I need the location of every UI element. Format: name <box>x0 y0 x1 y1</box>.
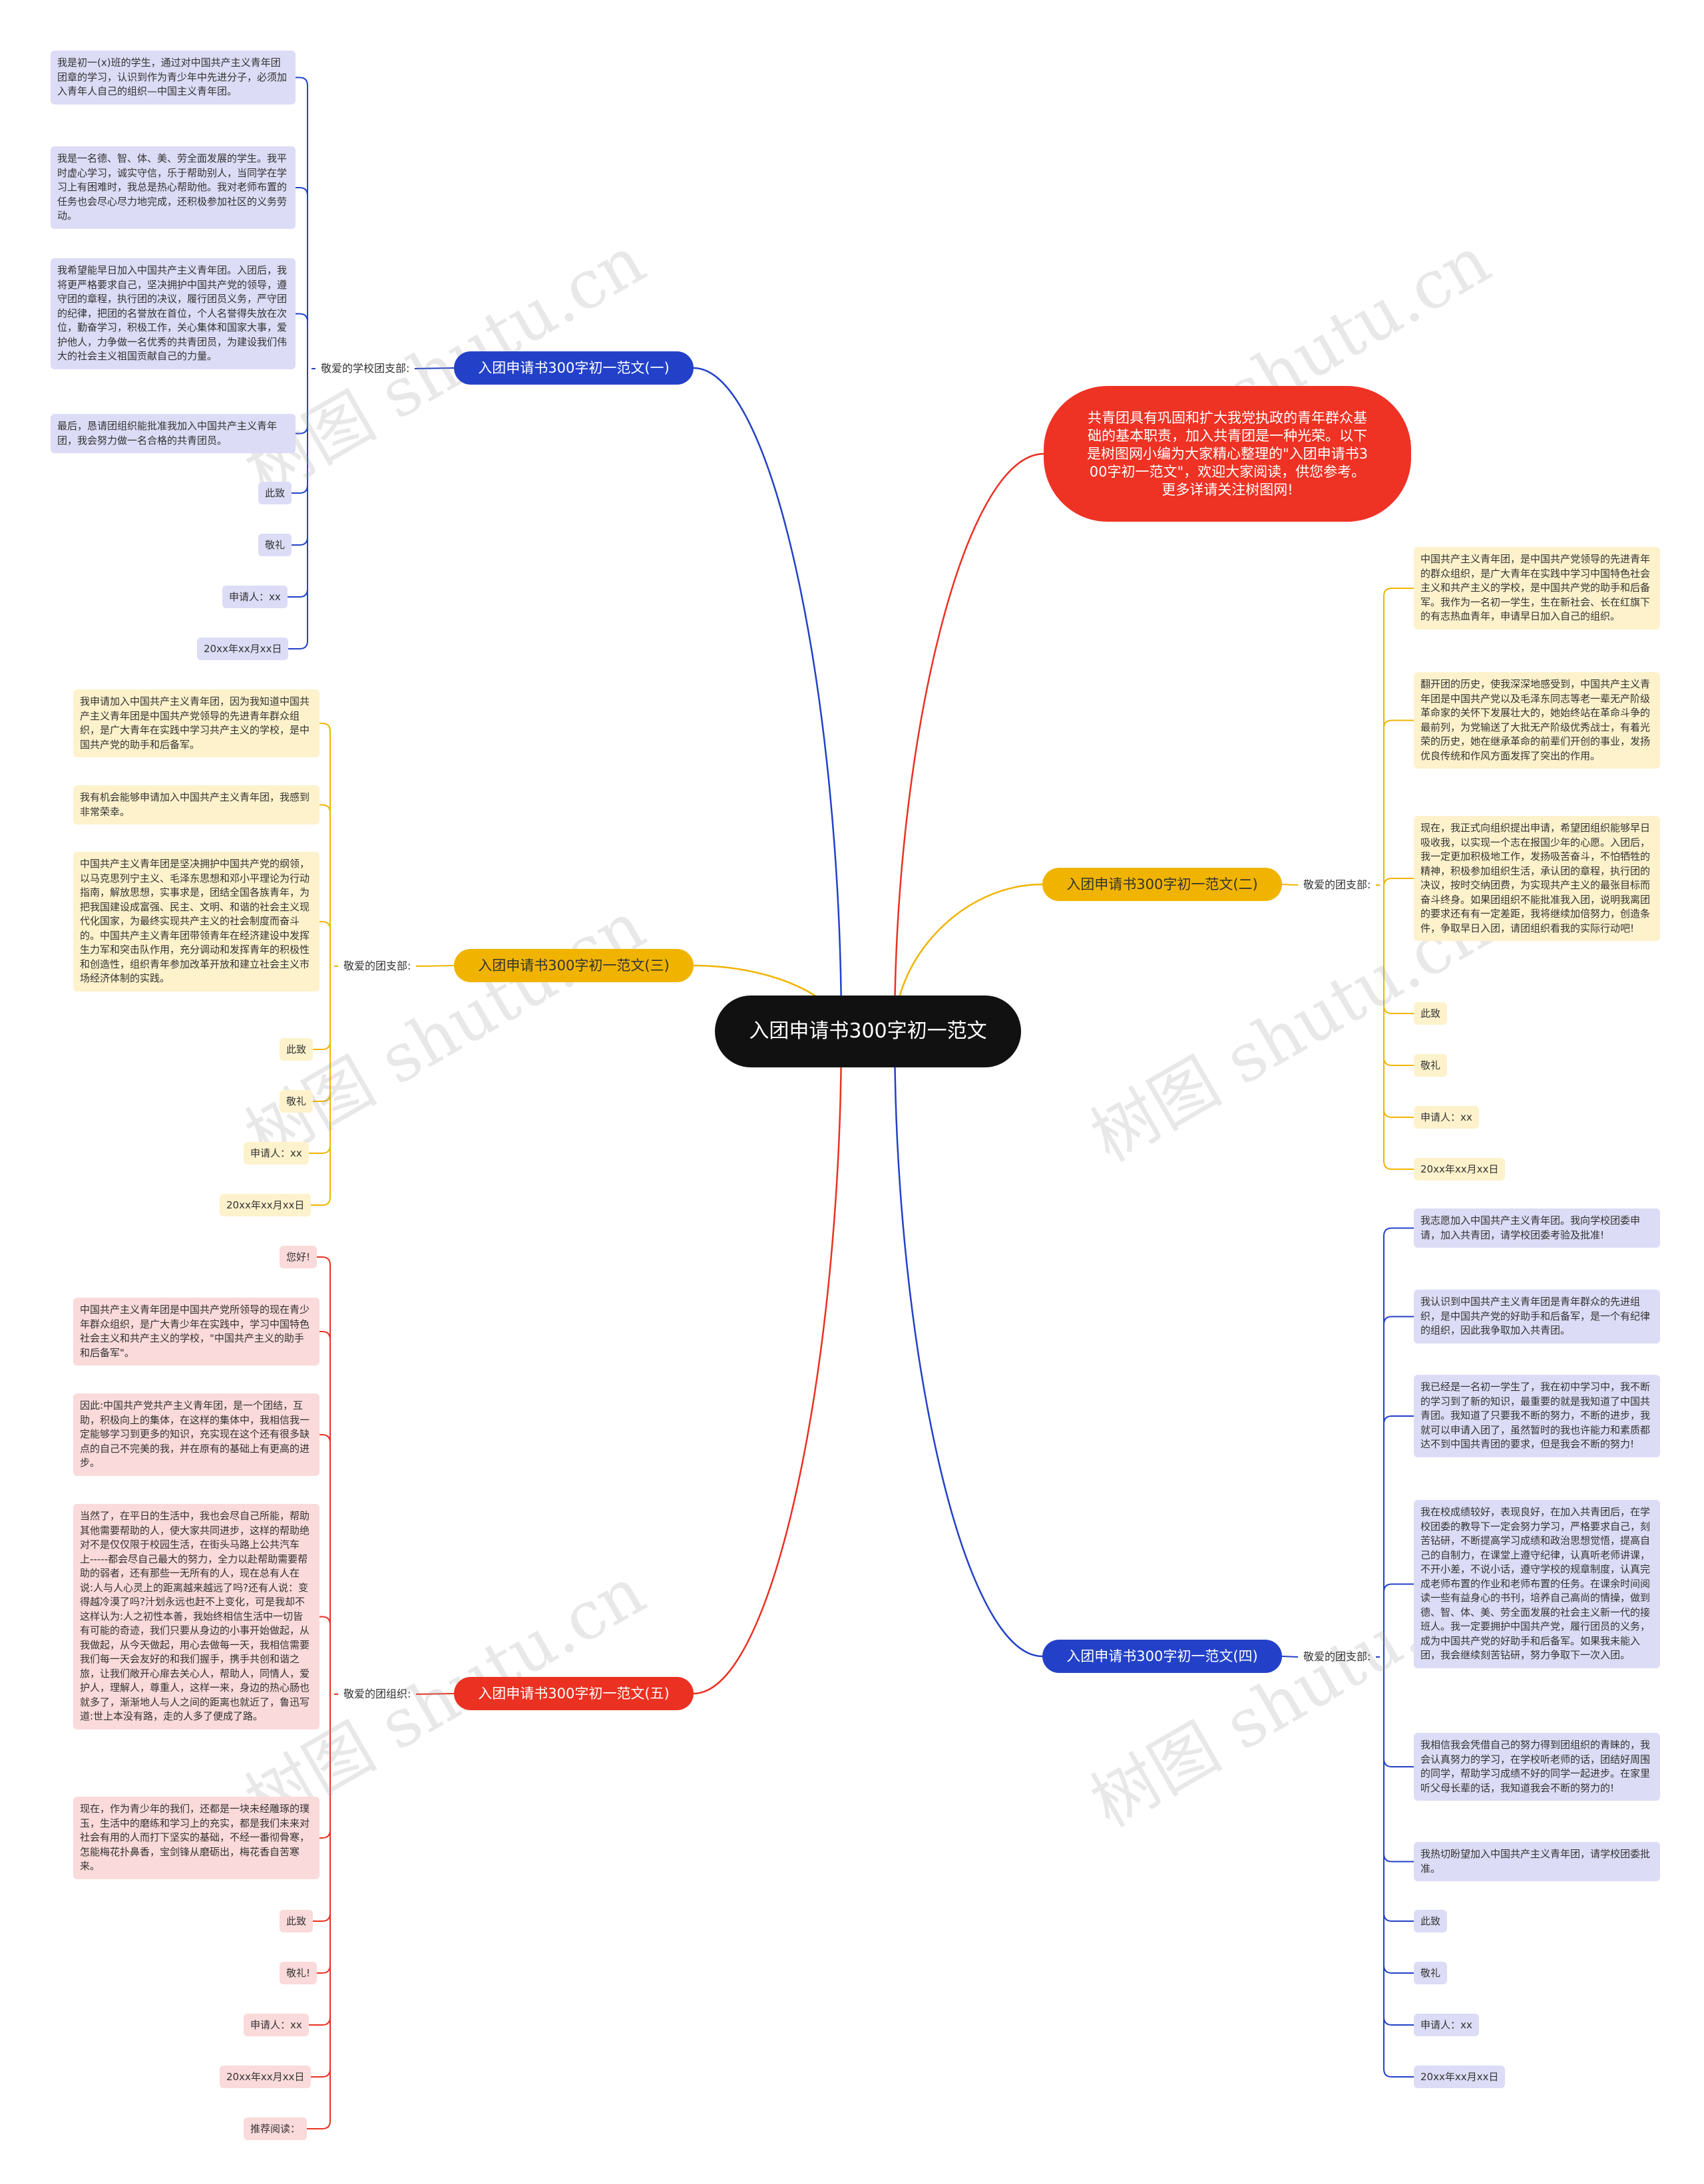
branch-1-leaf: 申请人：xx <box>222 586 288 608</box>
branch-4-leaf: 我热切盼望加入中国共产主义青年团，请学校团委批准。 <box>1414 1842 1660 1881</box>
connector-line <box>296 187 308 369</box>
connector-line <box>296 313 308 369</box>
branch-5-label: 敬爱的团组织: <box>343 1688 411 1700</box>
branch-2-leaf: 敬礼 <box>1414 1054 1448 1077</box>
branch-2-leaf: 中国共产主义青年团，是中国共产党领导的先进青年的群众组织，是广大青年在实践中学习… <box>1414 547 1660 630</box>
connector-line <box>1281 1656 1299 1658</box>
branch-3-leaf: 此致 <box>280 1038 314 1061</box>
branch-4-topic[interactable]: 入团申请书300字初一范文(四) <box>1042 1640 1282 1673</box>
branch-5-leaf: 您好! <box>280 1246 318 1268</box>
connector-line <box>1383 1583 1414 1657</box>
connector-line <box>893 453 1044 1032</box>
branch-3-leaf: 敬礼 <box>280 1090 314 1113</box>
connector-line <box>320 1616 331 1694</box>
connector-line <box>693 367 843 1032</box>
connector-line <box>1281 884 1299 886</box>
branch-5-leaf: 此致 <box>280 1910 314 1932</box>
connector-line <box>1383 878 1414 887</box>
branch-2-leaf: 此致 <box>1414 1002 1448 1025</box>
branch-2-label: 敬爱的团支部: <box>1303 878 1371 891</box>
connector-line <box>1383 1227 1414 1657</box>
connector-line <box>288 369 308 649</box>
branch-4-leaf: 我志愿加入中国共产主义青年团。我向学校团委申请，加入共青团，请学校团委考验及批准… <box>1414 1208 1660 1248</box>
branch-5-leaf: 现在，作为青少年的我们，还都是一块未经雕琢的璞玉，生活中的磨练和学习上的充实，都… <box>73 1797 320 1879</box>
branch-1-leaf: 20xx年xx月xx日 <box>197 637 289 660</box>
branch-1-leaf: 我是一名德、智、体、美、劳全面发展的学生。我平时虚心学习，诚实守信，乐于帮助别人… <box>51 146 296 229</box>
branch-5-leaf: 当然了，在平日的生活中，我也会尽自己所能，帮助其他需要帮助的人，使大家共同进步，… <box>73 1504 320 1729</box>
connector-line <box>414 367 455 369</box>
root-topic[interactable]: 入团申请书300字初一范文 <box>715 996 1021 1067</box>
branch-3-leaf: 中国共产主义青年团是坚决拥护中国共产党的纲领，以马克思列宁主义、毛泽东思想和邓小… <box>73 852 320 992</box>
connector-line <box>1383 1415 1414 1657</box>
branch-5-leaf: 敬礼! <box>280 1962 318 1984</box>
connector-line <box>320 804 331 966</box>
connector-line <box>1383 885 1414 1066</box>
connector-line <box>1383 588 1414 885</box>
branch-2-leaf: 翻开团的历史，使我深深地感受到，中国共产主义青年团是中国共产党以及毛泽东同志等老… <box>1414 672 1660 769</box>
branch-2-leaf: 现在，我正式向组织提出申请，希望团组织能够早日吸收我，以实现一个志在报国少年的心… <box>1414 816 1660 941</box>
connector-line <box>693 1031 843 1695</box>
connector-line <box>296 77 308 369</box>
branch-1-topic[interactable]: 入团申请书300字初一范文(一) <box>454 351 694 385</box>
connector-line <box>320 723 331 966</box>
branch-4-leaf: 申请人：xx <box>1414 2014 1479 2036</box>
branch-3-leaf: 申请人：xx <box>244 1142 309 1165</box>
connector-line <box>1383 1657 1414 1922</box>
connector-line <box>320 1331 331 1694</box>
connector-line <box>309 966 331 1154</box>
branch-5-leaf: 20xx年xx月xx日 <box>220 2066 312 2088</box>
connector-line <box>1383 1657 1414 2078</box>
branch-4-leaf: 我在校成绩较好，表现良好，在加入共青团后，在学校团委的教导下一定会努力学习，严格… <box>1414 1500 1660 1668</box>
branch-3-leaf: 20xx年xx月xx日 <box>220 1194 312 1216</box>
branch-1-leaf: 此致 <box>258 482 292 504</box>
branch-1-label: 敬爱的学校团支部: <box>321 362 410 375</box>
branch-1-leaf: 最后，恳请团组织能批准我加入中国共产主义青年团，我会努力做一名合格的共青团员。 <box>51 414 296 453</box>
branch-5-leaf: 中国共产主义青年团是中国共产党所领导的现在青少年群众组织，是广大青少年在实践中，… <box>73 1298 320 1365</box>
connector-line <box>320 921 331 966</box>
connector-line <box>317 1256 331 1694</box>
branch-3-leaf: 我申请加入中国共产主义青年团，因为我知道中国共产主义青年团是中国共产党领导的先进… <box>73 689 320 757</box>
connector-line <box>1383 885 1414 1014</box>
branch-5-leaf: 申请人：xx <box>244 2014 309 2036</box>
branch-1-leaf: 我希望能早日加入中国共产主义青年团。入团后，我将更严格要求自己，坚决拥护中国共产… <box>51 258 296 369</box>
connector-line <box>311 1694 331 2078</box>
connector-line <box>1383 885 1414 1170</box>
branch-4-leaf: 此致 <box>1414 1910 1448 1932</box>
connector-line <box>307 1694 331 2129</box>
branch-5-leaf: 推荐阅读： <box>244 2117 308 2140</box>
branch-3-leaf: 我有机会能够申请加入中国共产主义青年团，我感到非常荣幸。 <box>73 785 320 824</box>
connector-line <box>292 369 308 546</box>
connector-line <box>320 1434 331 1694</box>
branch-4-leaf: 我认识到中国共产主义青年团是青年群众的先进组织，是中国共产党的好助手和后备军，是… <box>1414 1290 1660 1344</box>
branch-4-leaf: 20xx年xx月xx日 <box>1414 2066 1506 2088</box>
branch-2-leaf: 20xx年xx月xx日 <box>1414 1158 1506 1181</box>
connector-line <box>1383 719 1414 885</box>
branch-3-topic[interactable]: 入团申请书300字初一范文(三) <box>454 949 694 982</box>
branch-4-leaf: 我相信我会凭借自己的努力得到团组织的青睐的，我会认真努力的学习，在学校听老师的话… <box>1414 1733 1660 1801</box>
connector-line <box>1383 1657 1414 1863</box>
branch-5-leaf: 因此:中国共产党共产主义青年团，是一个团结，互助，积极向上的集体，在这样的集体中… <box>73 1393 320 1476</box>
connector-line <box>1383 1657 1414 1974</box>
branch-2-topic[interactable]: 入团申请书300字初一范文(二) <box>1042 868 1282 901</box>
branch-4-leaf: 敬礼 <box>1414 1962 1448 1984</box>
branch-1-leaf: 敬礼 <box>258 534 292 556</box>
branch-2-leaf: 申请人：xx <box>1414 1106 1479 1129</box>
connector-line <box>1383 1657 1414 1767</box>
connector-line <box>320 1694 331 1839</box>
connector-line <box>1383 1316 1414 1657</box>
branch-5-topic[interactable]: 入团申请书300字初一范文(五) <box>454 1677 694 1710</box>
connector-line <box>893 1031 1043 1658</box>
branch-1-leaf: 我是初一(x)班的学生，通过对中国共产主义青年团团章的学习，认识到作为青少年中先… <box>51 51 296 104</box>
branch-4-label: 敬爱的团支部: <box>1303 1650 1371 1663</box>
connector-line <box>296 369 308 435</box>
connector-line <box>311 966 331 1206</box>
branch-3-label: 敬爱的团支部: <box>343 960 411 972</box>
connector-line <box>1383 885 1414 1118</box>
intro-node[interactable]: 共青团具有巩固和扩大我党执政的青年群众基础的基本职责，加入共青团是一种光荣。以下… <box>1044 386 1411 522</box>
branch-4-leaf: 我已经是一名初一学生了，我在初中学习中，我不断的学习到了新的知识，最重要的就是我… <box>1414 1375 1660 1457</box>
connector-line <box>1383 1657 1414 2026</box>
